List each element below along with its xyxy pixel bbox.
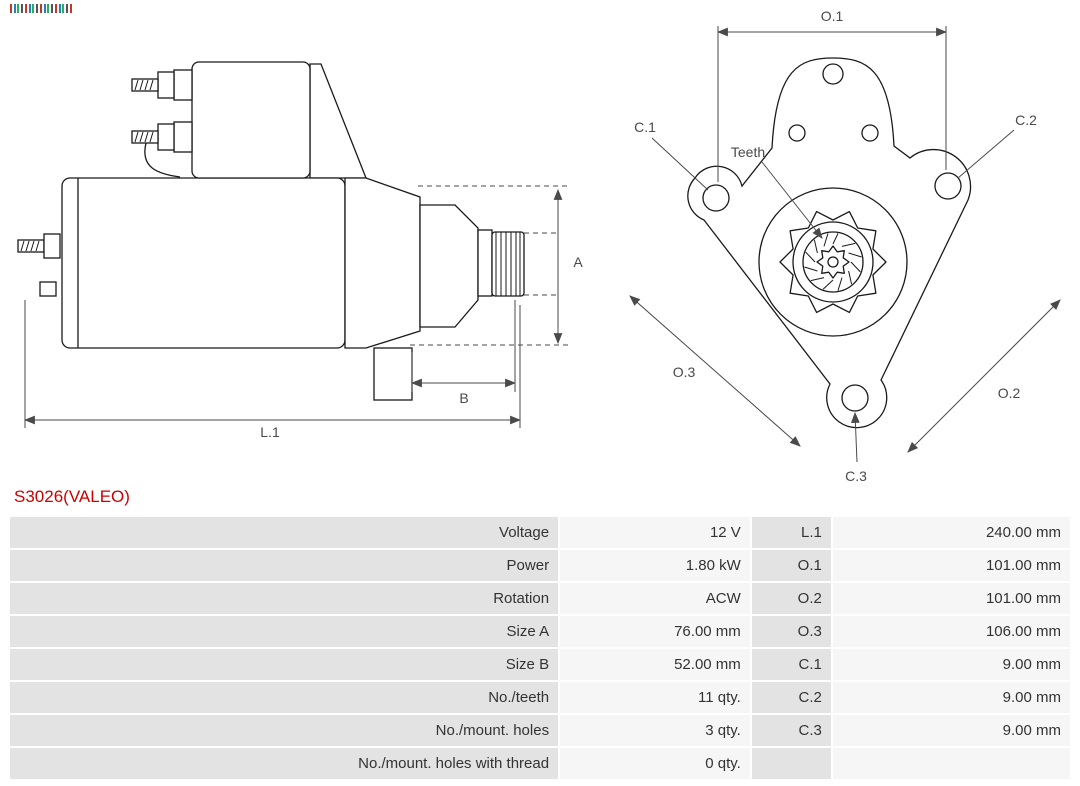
dim-name: C.1: [751, 649, 831, 680]
teeth-label: Teeth: [731, 144, 765, 160]
hole-c3: [841, 384, 869, 412]
dim-label-b: B: [459, 390, 468, 406]
part-number: S3026(VALEO): [14, 487, 130, 506]
dim-value: 101.00 mm: [832, 550, 1070, 581]
spec-value: 12 V: [560, 517, 750, 548]
dim-label-o2: O.2: [998, 385, 1021, 401]
table-row: No./teeth 11 qty. C.2 9.00 mm: [10, 682, 1070, 713]
spec-value: 11 qty.: [560, 682, 750, 713]
spec-label: No./mount. holes: [10, 715, 559, 746]
dim-label-c1: C.1: [634, 119, 656, 135]
table-row: Voltage 12 V L.1 240.00 mm: [10, 517, 1070, 548]
spec-table: Voltage 12 V L.1 240.00 mm Power 1.80 kW…: [8, 515, 1072, 781]
spec-value: 3 qty.: [560, 715, 750, 746]
spec-label: Power: [10, 550, 559, 581]
table-row: Size A 76.00 mm O.3 106.00 mm: [10, 616, 1070, 647]
dim-label-c3: C.3: [845, 468, 867, 484]
spec-value: 0 qty.: [560, 748, 750, 779]
dim-value: 9.00 mm: [832, 682, 1070, 713]
spec-value: 52.00 mm: [560, 649, 750, 680]
dim-label-c2: C.2: [1015, 112, 1037, 128]
dim-name: [751, 748, 831, 779]
spec-value: 76.00 mm: [560, 616, 750, 647]
hole-c1: [702, 184, 730, 212]
spec-label: Size B: [10, 649, 559, 680]
table-row: No./mount. holes 3 qty. C.3 9.00 mm: [10, 715, 1070, 746]
dim-value: 9.00 mm: [832, 715, 1070, 746]
spec-value: ACW: [560, 583, 750, 614]
technical-drawing: A B L.1: [17, 8, 1061, 484]
dim-label-a: A: [573, 254, 583, 270]
side-view-drawing: A B L.1: [17, 61, 583, 440]
spec-value: 1.80 kW: [560, 550, 750, 581]
dim-label-o3: O.3: [673, 364, 696, 380]
dim-label-o1: O.1: [821, 8, 844, 24]
table-row: Rotation ACW O.2 101.00 mm: [10, 583, 1070, 614]
spec-label: No./mount. holes with thread: [10, 748, 559, 779]
dim-name: O.1: [751, 550, 831, 581]
brand-logo: [10, 4, 72, 13]
dim-name: O.3: [751, 616, 831, 647]
table-row: Power 1.80 kW O.1 101.00 mm: [10, 550, 1070, 581]
dim-label-l1: L.1: [260, 424, 280, 440]
table-row: No./mount. holes with thread 0 qty.: [10, 748, 1070, 779]
dim-name: O.2: [751, 583, 831, 614]
dim-name: C.2: [751, 682, 831, 713]
dim-value: 240.00 mm: [832, 517, 1070, 548]
dim-value: [832, 748, 1070, 779]
spec-label: Size A: [10, 616, 559, 647]
dim-name: L.1: [751, 517, 831, 548]
spec-label: No./teeth: [10, 682, 559, 713]
dim-name: C.3: [751, 715, 831, 746]
dim-value: 101.00 mm: [832, 583, 1070, 614]
dim-value: 9.00 mm: [832, 649, 1070, 680]
spec-label: Rotation: [10, 583, 559, 614]
table-row: Size B 52.00 mm C.1 9.00 mm: [10, 649, 1070, 680]
spec-label: Voltage: [10, 517, 559, 548]
hole-c2: [934, 172, 962, 200]
dim-value: 106.00 mm: [832, 616, 1070, 647]
front-view-drawing: O.1 C.1 C.2 Teeth O.3 O.2 C.3: [629, 8, 1061, 484]
